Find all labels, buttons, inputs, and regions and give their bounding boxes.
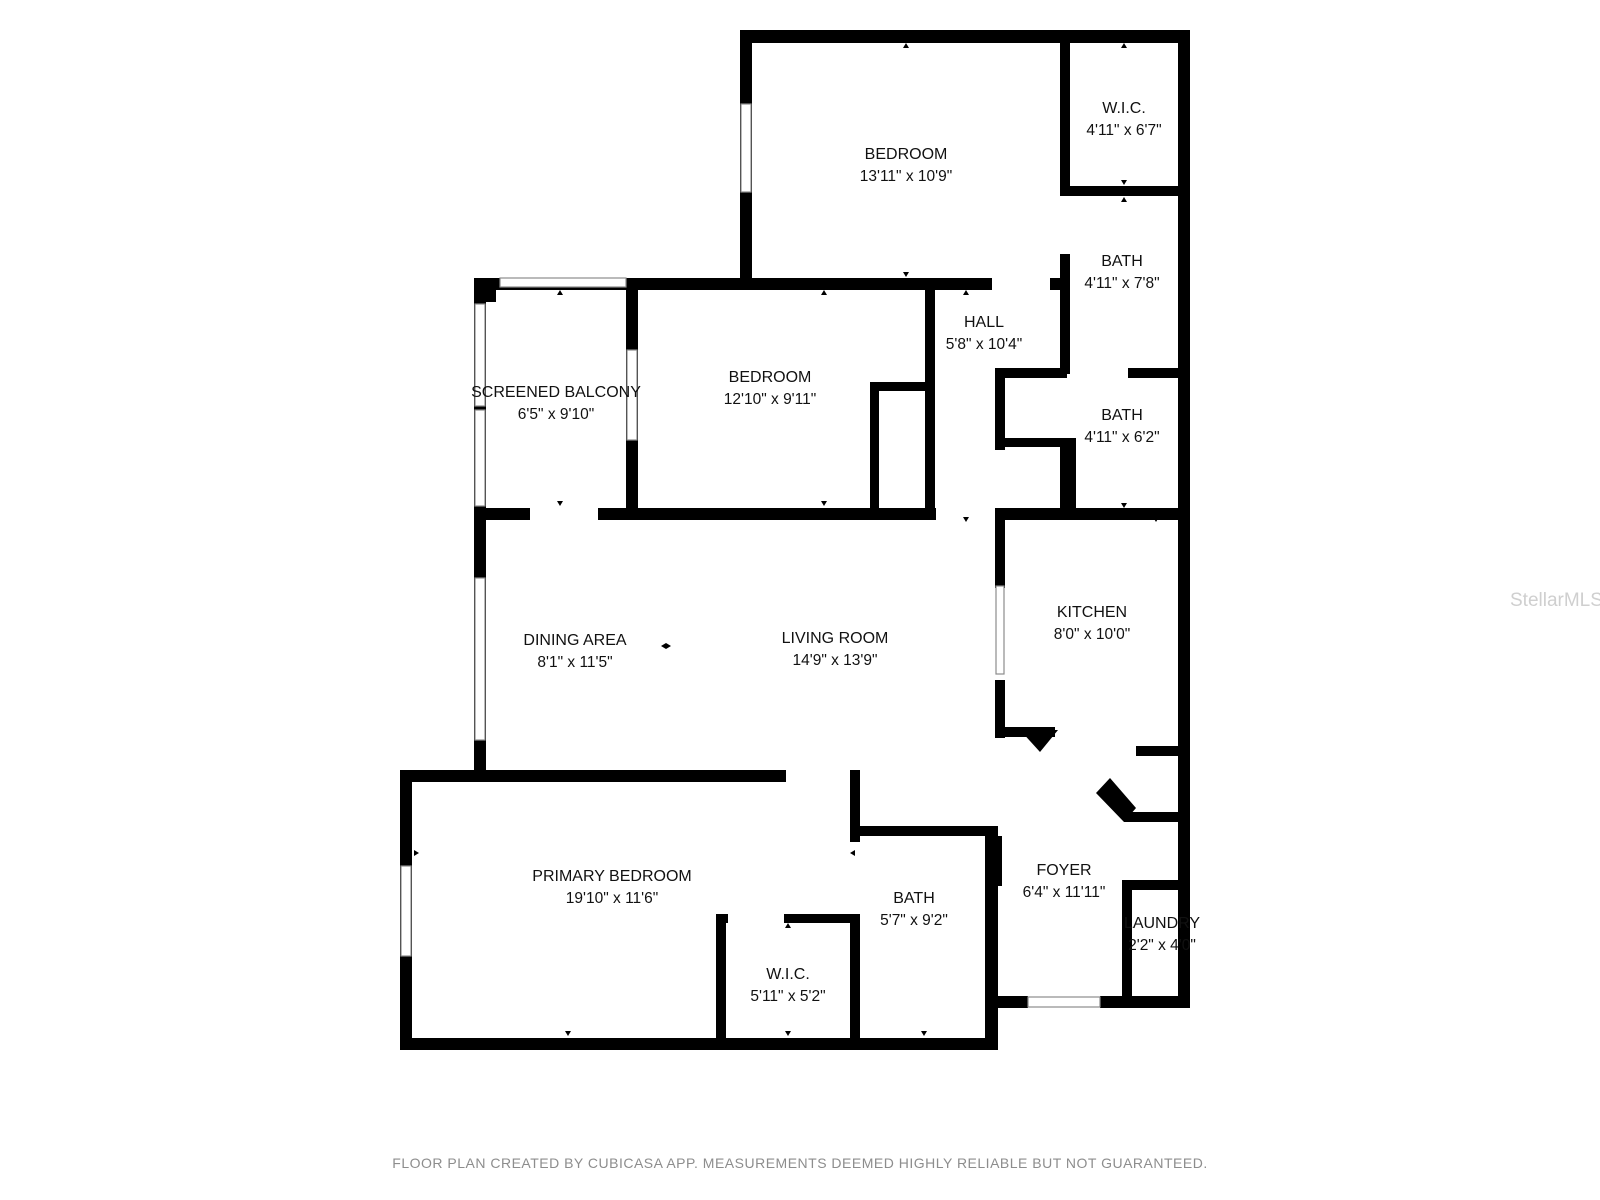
room-dimensions: 8'0" x 10'0" [1053, 626, 1131, 643]
room-dimensions: 5'8" x 10'4" [945, 336, 1023, 353]
room-dimensions: 6'5" x 9'10" [517, 406, 595, 423]
dimension-markers [414, 43, 1159, 1036]
room-name: W.I.C. [766, 966, 810, 983]
room-name: BATH [893, 890, 935, 907]
room-name: DINING AREA [523, 632, 627, 649]
windows [400, 103, 1101, 1008]
room-dimensions: 4'11" x 6'7" [1086, 122, 1162, 139]
room-dimensions: 19'10" x 11'6" [565, 890, 659, 907]
room-dimensions: 14'9" x 13'9" [792, 652, 878, 669]
room-dimensions: 6'4" x 11'11" [1022, 884, 1106, 901]
room-dimensions: 5'11" x 5'2" [750, 988, 826, 1005]
room-name: LIVING ROOM [781, 630, 889, 647]
room-name: BEDROOM [728, 369, 812, 386]
room-dimensions: 13'11" x 10'9" [859, 168, 953, 185]
room-name: LAUNDRY [1123, 915, 1201, 932]
room-dimensions: 4'11" x 6'2" [1084, 429, 1160, 446]
room-dimensions: 12'10" x 9'11" [723, 391, 817, 408]
room-name: BATH [1101, 253, 1143, 270]
disclaimer-footer: FLOOR PLAN CREATED BY CUBICASA APP. MEAS… [392, 1155, 1208, 1171]
room-name: HALL [963, 314, 1005, 331]
room-name: BATH [1101, 407, 1143, 424]
room-name: W.I.C. [1102, 100, 1146, 117]
room-name: PRIMARY BEDROOM [532, 868, 692, 885]
watermark: StellarMLS [1510, 590, 1600, 611]
room-name: FOYER [1036, 862, 1092, 879]
room-name: BEDROOM [864, 146, 948, 163]
room-dimensions: 8'1" x 11'5" [537, 654, 613, 671]
room-dimensions: 5'7" x 9'2" [880, 912, 948, 929]
room-dimensions: 4'11" x 7'8" [1084, 275, 1160, 292]
room-dimensions: 2'2" x 4'0" [1128, 937, 1196, 954]
room-name: KITCHEN [1056, 604, 1128, 621]
room-name: SCREENED BALCONY [471, 384, 641, 401]
